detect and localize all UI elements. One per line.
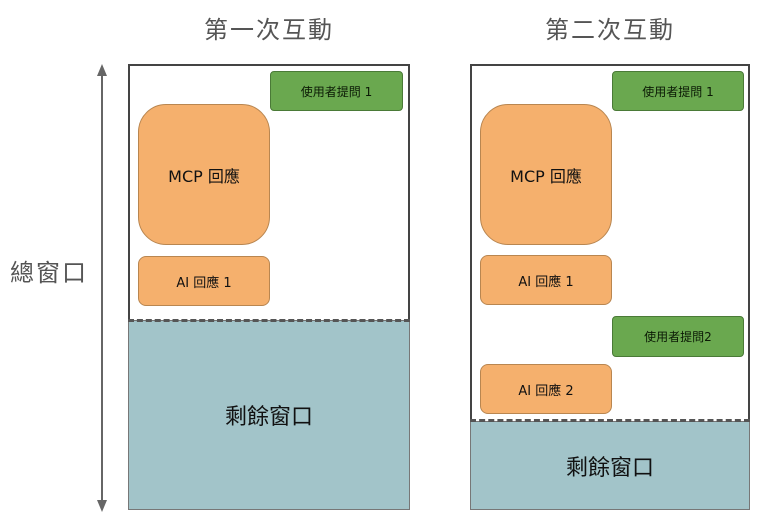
panel-2-ai-response-2-label: AI 回應 2 bbox=[518, 383, 574, 399]
panel-2-user-question-1-label: 使用者提問 1 bbox=[642, 84, 714, 99]
panel-1-user-question-1-label: 使用者提問 1 bbox=[300, 84, 373, 99]
panel-2-remaining-window: 剩餘窗口 bbox=[470, 421, 750, 510]
panel-2-user-question-1: 使用者提問 1 bbox=[612, 71, 744, 111]
panel-2-remaining-label: 剩餘窗口 bbox=[565, 455, 654, 481]
panel-1-mcp-response: MCP 回應 bbox=[138, 104, 270, 245]
panel-1-mcp-response-label: MCP 回應 bbox=[168, 166, 240, 186]
panel-1-ai-response-1-label: AI 回應 1 bbox=[176, 275, 232, 291]
panel-2-mcp-response-label: MCP 回應 bbox=[510, 166, 582, 186]
total-window-arrow bbox=[97, 64, 107, 512]
panel-1-title: 第一次互動 bbox=[204, 16, 334, 44]
panel-2-ai-response-1: AI 回應 1 bbox=[480, 255, 612, 305]
panel-2-title: 第二次互動 bbox=[545, 16, 675, 44]
panel-1-divider bbox=[128, 319, 410, 322]
panel-1-remaining-label: 剩餘窗口 bbox=[224, 405, 313, 430]
panel-1-ai-response-1: AI 回應 1 bbox=[138, 256, 270, 306]
panel-2-user-question-2-label: 使用者提問2 bbox=[644, 330, 712, 344]
total-window-label: 總窗口 bbox=[10, 259, 88, 287]
panel-1-user-question-1: 使用者提問 1 bbox=[270, 71, 403, 111]
panel-2-user-question-2: 使用者提問2 bbox=[612, 316, 744, 357]
panel-2-ai-response-2: AI 回應 2 bbox=[480, 364, 612, 414]
panel-1-remaining-window: 剩餘窗口 bbox=[128, 320, 410, 510]
panel-2-ai-response-1-label: AI 回應 1 bbox=[518, 274, 574, 290]
panel-2-divider bbox=[470, 419, 750, 422]
panel-2-mcp-response: MCP 回應 bbox=[480, 104, 612, 245]
